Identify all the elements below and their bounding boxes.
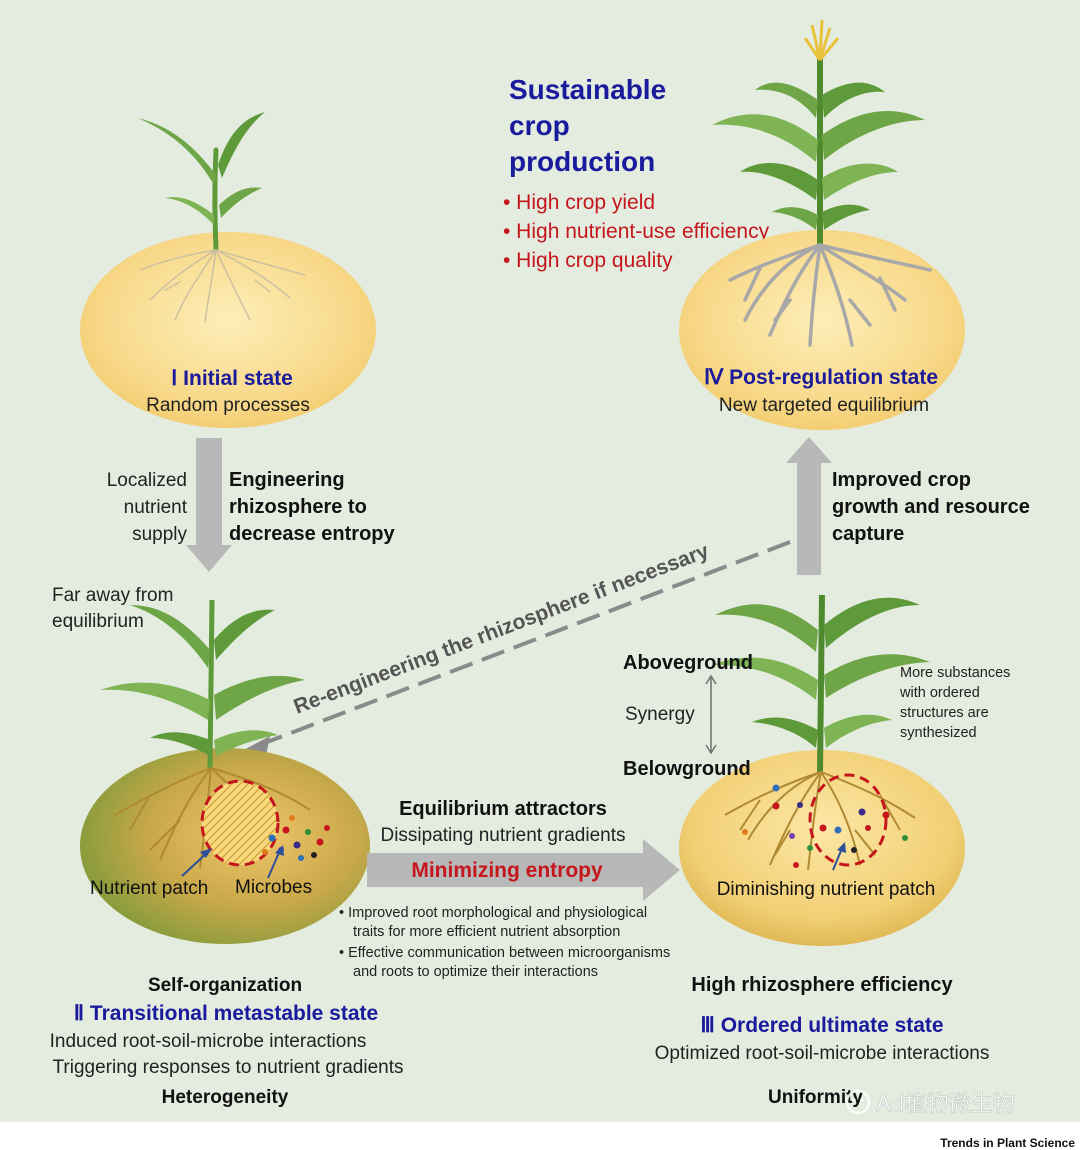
substances-line-4: synthesized xyxy=(900,725,977,741)
heterogeneity-label: Heterogeneity xyxy=(162,1087,289,1108)
sustainable-title-line-2: crop xyxy=(509,110,570,141)
uniformity-label: Uniformity xyxy=(768,1087,863,1108)
minimizing-entropy-arrow xyxy=(367,839,680,901)
far-away-line-1: Far away from xyxy=(52,585,173,606)
ordered-soil-oval xyxy=(679,750,965,946)
sustainable-bullets: • High crop yield • High nutrient-use ef… xyxy=(503,191,770,272)
mature-plant-icon xyxy=(712,19,932,347)
diminishing-patch-boundary xyxy=(808,773,888,867)
initial-soil-oval xyxy=(80,232,376,428)
transitional-sub-2: Triggering responses to nutrient gradien… xyxy=(53,1057,404,1078)
post-soil-oval xyxy=(679,230,965,430)
transitional-state-title: Ⅱ Transitional metastable state xyxy=(74,1002,378,1025)
improved-line-2: growth and resource xyxy=(832,496,1030,518)
improved-up-arrow xyxy=(786,437,832,575)
ordered-state-title: Ⅲ Ordered ultimate state xyxy=(700,1014,943,1037)
substances-line-3: structures are xyxy=(900,705,989,721)
substances-line-2: with ordered xyxy=(899,685,980,701)
initial-state-group: Ⅰ Initial state Random processes xyxy=(80,112,376,428)
post-regulation-group: Ⅳ Post-regulation state New targeted equ… xyxy=(679,19,965,430)
diminishing-patch-pointer-head xyxy=(837,842,846,853)
high-efficiency-label: High rhizosphere efficiency xyxy=(691,974,953,996)
equilibrium-attractors-label: Equilibrium attractors xyxy=(399,798,607,820)
wechat-icon xyxy=(845,1089,871,1115)
diminishing-patch-label: Diminishing nutrient patch xyxy=(717,879,936,900)
bullet-quality: • High crop quality xyxy=(503,249,673,272)
improved-line-3: capture xyxy=(832,523,904,545)
microbes-pointer-head xyxy=(275,845,284,856)
initial-state-title: Ⅰ Initial state xyxy=(171,367,293,390)
bullet-yield: • High crop yield xyxy=(503,191,655,214)
engineering-line-3: decrease entropy xyxy=(229,523,396,545)
post-state-subtitle: New targeted equilibrium xyxy=(719,395,929,416)
mechanism-1-line-1: • Improved root morphological and physio… xyxy=(339,905,647,921)
localized-line-3: supply xyxy=(132,524,187,545)
substances-note: More substances with ordered structures … xyxy=(899,665,1010,741)
initial-state-subtitle: Random processes xyxy=(146,395,310,416)
mechanism-bullets: • Improved root morphological and physio… xyxy=(339,905,670,980)
synergy-label: Synergy xyxy=(625,704,695,725)
post-root-icon xyxy=(728,243,932,347)
sustainable-title-line-1: Sustainable xyxy=(509,74,666,105)
growing-plant-icon xyxy=(712,594,930,871)
engineering-label: Engineering rhizosphere to decrease entr… xyxy=(229,469,396,545)
sustainable-title: Sustainable crop production xyxy=(509,74,666,177)
engineering-line-2: rhizosphere to xyxy=(229,496,367,518)
synergy-double-arrow xyxy=(705,674,717,755)
ordered-root-icon xyxy=(724,771,916,871)
watermark-text: Ad植物微生物 xyxy=(876,1092,1015,1117)
microbes-label: Microbes xyxy=(235,877,312,898)
mechanism-2-line-2: and roots to optimize their interactions xyxy=(353,964,598,980)
journal-credit: Trends in Plant Science xyxy=(940,1136,1075,1150)
improved-line-1: Improved crop xyxy=(832,469,971,491)
bullet-nue: • High nutrient-use efficiency xyxy=(503,220,770,243)
ordered-group: Diminishing nutrient patch Aboveground S… xyxy=(623,594,1010,1108)
ordered-state-subtitle: Optimized root-soil-microbe interactions xyxy=(655,1043,990,1064)
nutrient-patch-pointer-head xyxy=(200,848,212,858)
post-state-title: Ⅳ Post-regulation state xyxy=(704,366,938,389)
localized-line-2: nutrient xyxy=(124,497,188,518)
localized-line-1: Localized xyxy=(107,470,187,491)
transitional-group: Far away from equilibrium xyxy=(50,585,404,1108)
transitional-sub-1: Induced root-soil-microbe interactions xyxy=(50,1031,367,1052)
young-plant-icon xyxy=(100,599,311,869)
self-organization-label: Self-organization xyxy=(148,975,302,996)
minimizing-entropy-label: Minimizing entropy xyxy=(411,859,603,882)
sustainable-title-line-3: production xyxy=(509,146,655,177)
dissipating-gradients-label: Dissipating nutrient gradients xyxy=(380,825,625,846)
nutrient-patch-label: Nutrient patch xyxy=(90,878,208,899)
tassel-icon xyxy=(803,19,840,61)
microbe-dots xyxy=(262,815,330,861)
substances-line-1: More substances xyxy=(900,665,1010,681)
mechanism-2-line-1: • Effective communication between microo… xyxy=(339,945,670,961)
aboveground-label: Aboveground xyxy=(623,652,753,674)
nutrient-patch-boundary xyxy=(200,779,280,867)
engineering-line-1: Engineering xyxy=(229,469,345,491)
mechanism-1-line-2: traits for more efficient nutrient absor… xyxy=(353,924,620,940)
engineering-down-arrow xyxy=(186,438,232,572)
watermark-badge: Ad植物微生物 xyxy=(845,1089,1015,1117)
belowground-label: Belowground xyxy=(623,758,751,780)
localized-supply-label: Localized nutrient supply xyxy=(107,470,188,545)
ordered-microbe-dots xyxy=(742,784,908,868)
feedback-dashed-line xyxy=(261,540,791,746)
improved-label: Improved crop growth and resource captur… xyxy=(832,469,1030,545)
far-away-line-2: equilibrium xyxy=(52,611,144,632)
initial-plant-icon xyxy=(138,112,306,323)
